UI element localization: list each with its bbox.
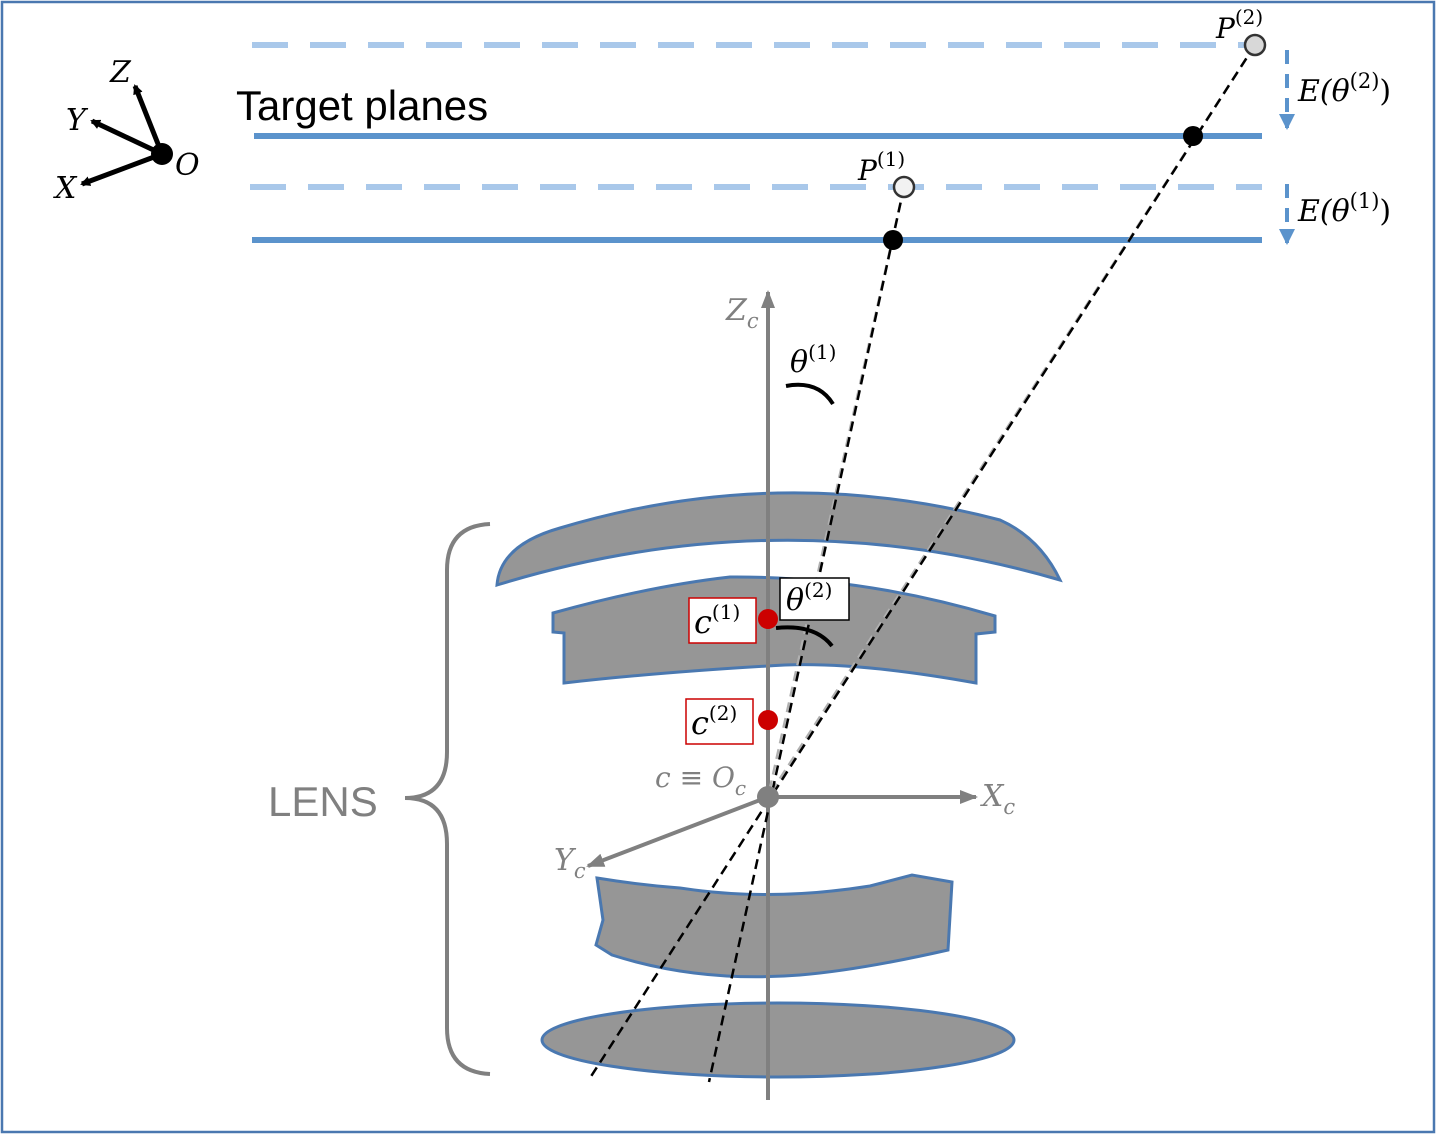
theta-2-arc [775,625,834,648]
camera-y-axis [586,795,769,868]
theta-2-box [779,577,850,621]
center-c1-dot [758,609,778,629]
ray-black-1 [707,186,906,1083]
world-x-axis [80,151,163,187]
camera-x-label: Xc [980,779,1015,819]
camera-z-label: Zc [725,293,759,333]
center-c2-dot [758,710,778,730]
camera-origin-dot [757,786,779,808]
camera-origin-label: c ≡ Oc [655,761,746,800]
intersection-2 [1183,126,1203,146]
point-p2 [1243,33,1267,57]
lens-label: LENS [268,778,378,825]
world-axes: Z Y X O [53,55,200,206]
lens-element-second [551,575,997,685]
world-y-axis [90,118,164,157]
point-p1 [892,175,916,199]
target-planes [250,42,1262,243]
offset-label-1: E(θ(1)) [1297,189,1391,229]
world-z-label: Z [109,55,132,90]
center-c1-label: c(1) [694,600,740,641]
world-z-axis [132,84,165,155]
offset-label-2: E(θ(2)) [1297,69,1391,109]
target-planes-title: Target planes [236,82,488,129]
world-origin-dot [151,143,173,165]
intersection-1 [883,230,903,250]
camera-y-label: Yc [554,843,586,883]
lens-element-top [495,491,1063,588]
theta-2-label: θ(2) [786,578,832,618]
lens-brace [404,522,491,1076]
rays [588,44,1257,1083]
lens-element-third [594,873,954,979]
camera-axes: Zc Xc Yc [554,290,1015,1100]
offset-arrows: E(θ(2)) E(θ(1)) [1279,50,1391,245]
lens-elements [495,491,1063,1079]
world-x-label: X [53,171,78,206]
plane-points [883,33,1267,250]
label-p2: P(2) [1215,5,1263,45]
theta-1-label: θ(1) [790,340,836,380]
ray-black-2 [588,44,1257,1079]
center-c1-box [688,597,757,644]
label-p1: P(1) [857,147,905,187]
lens-element-bottom [540,1001,1016,1079]
world-y-label: Y [66,103,89,138]
center-c2-box [685,698,754,745]
center-c2-label: c(2) [691,701,737,742]
world-o-label: O [175,148,200,183]
theta-1-arc [785,382,835,406]
